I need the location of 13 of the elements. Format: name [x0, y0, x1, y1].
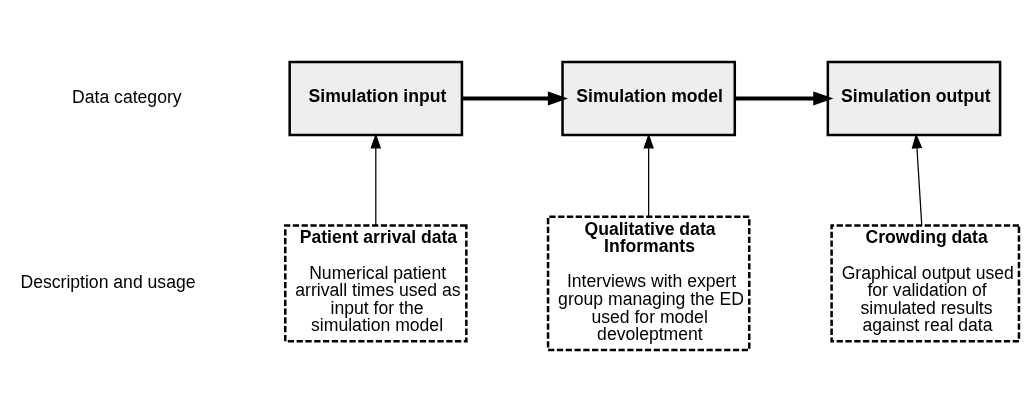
node-box: Simulation model	[561, 60, 737, 137]
arrow	[911, 133, 923, 226]
arrow	[643, 133, 654, 217]
arrow	[370, 133, 382, 226]
node-box: Simulation output	[826, 60, 1002, 137]
node-box: Simulation input	[288, 60, 464, 137]
arrow	[735, 91, 834, 106]
node-box: Patient arrival data Numerical patient arrivall times used as input for the simulation model	[284, 224, 468, 343]
node-box: Qualitative data Informants Interviews with expert group managing the ED used for model devoleptment	[546, 215, 751, 352]
label: Description and usage	[20, 271, 196, 292]
arrow	[462, 91, 568, 106]
node-box: Crowding data Graphical output used for validation of simulated results against real data	[830, 224, 1021, 343]
label: Data category	[72, 87, 182, 108]
